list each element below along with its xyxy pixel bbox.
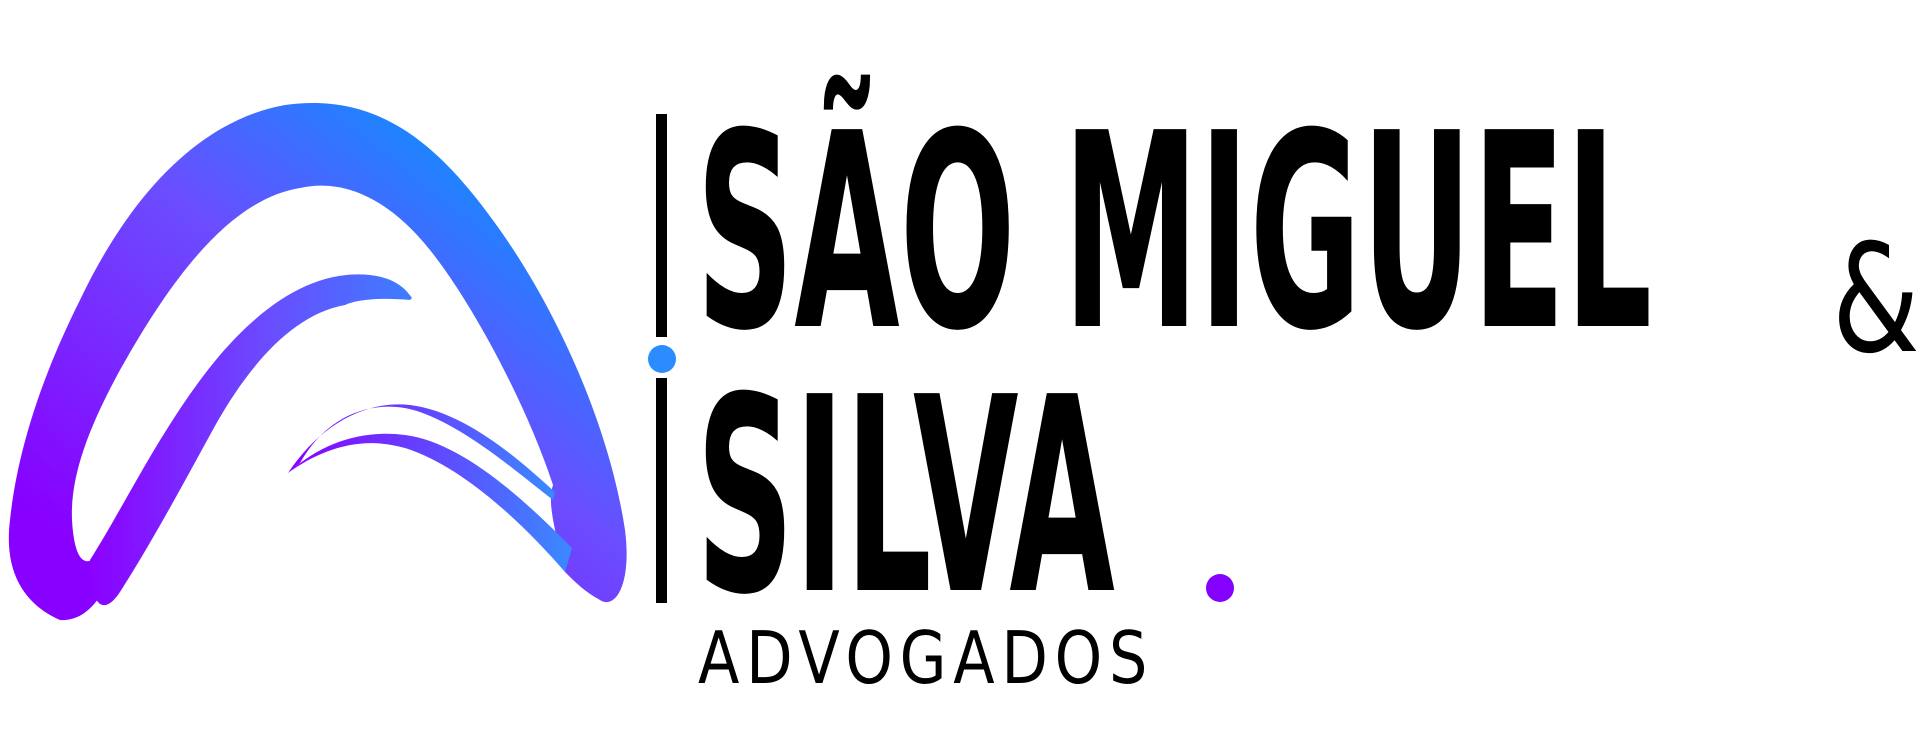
firm-name-line1: SÃO MIGUEL [696,75,1653,390]
divider-line-bottom [656,378,667,603]
divider-dot [648,345,676,373]
logo-arch-icon [8,103,627,621]
period-dot [1206,574,1234,602]
divider-line-top [656,114,667,337]
tagline: ADVOGADOS [698,616,1155,700]
firm-name-line2: SILVA [696,339,1115,654]
ampersand: & [1832,213,1920,387]
